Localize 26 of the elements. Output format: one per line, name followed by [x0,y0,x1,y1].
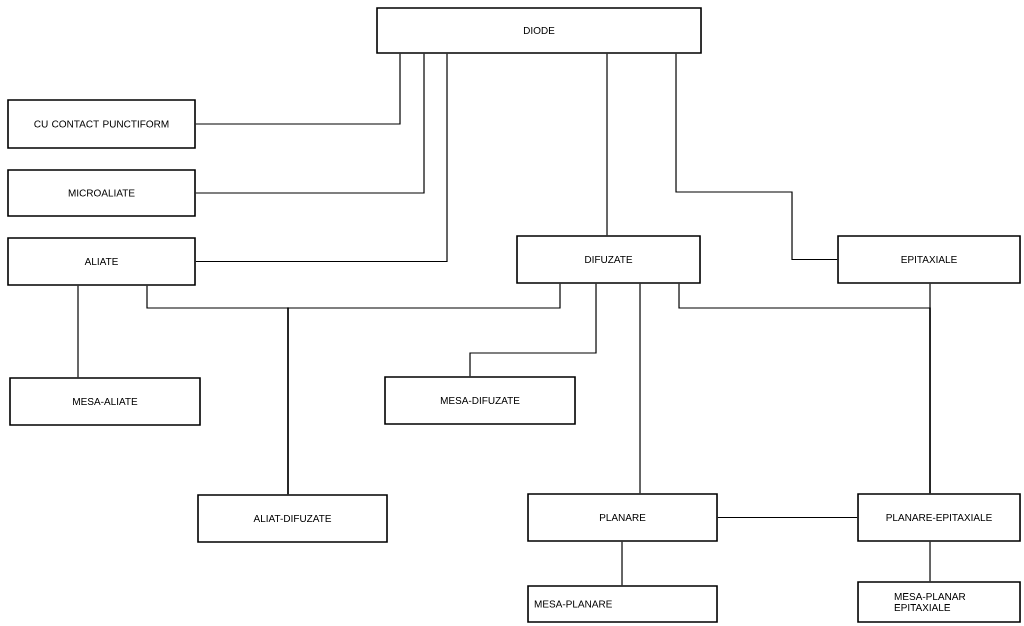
category-box: EPITAXIALE [837,235,1021,284]
category-box: DIFUZATE [516,235,701,284]
connector-line [621,541,623,586]
connector-line [929,283,931,494]
connector-line [606,53,608,236]
category-box: MICROALIATE [7,169,196,217]
category-box: PLANARE-EPITAXIALE [857,493,1021,542]
connector-line [77,285,79,378]
connector-line [675,53,838,261]
connector-line [195,53,448,263]
connector-line [195,53,401,125]
category-box: MESA-PLANAR EPITAXIALE [857,581,1021,623]
connector-line [717,516,858,519]
category-box: MESA-ALIATE [9,377,201,426]
connector-line [469,283,597,377]
category-box: ALIAT-DIFUZATE [197,494,388,543]
connector-line [639,283,641,494]
category-box: CU CONTACT PUNCTIFORM [7,99,196,149]
connector-line [929,541,931,582]
connector-line [287,283,561,495]
category-box: PLANARE [527,493,718,542]
connector-line [195,53,425,194]
category-box: DIODE [376,7,702,54]
category-box: MESA-PLANARE [527,585,718,623]
category-box: MESA-DIFUZATE [384,376,576,425]
category-box: ALIATE [7,237,196,286]
